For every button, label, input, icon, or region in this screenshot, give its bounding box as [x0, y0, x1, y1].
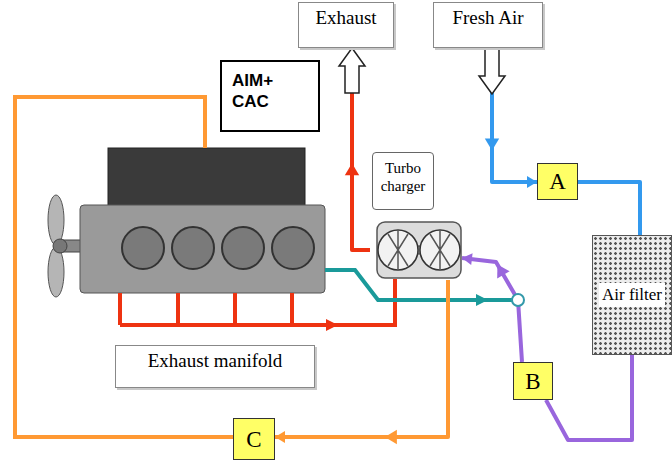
connector [462, 258, 522, 362]
junction [512, 294, 524, 306]
turbocharger-box: Turbo charger [370, 152, 462, 280]
node-label: Fresh Air [452, 3, 523, 30]
engine-block [80, 205, 325, 293]
arrow-head [275, 431, 285, 443]
cylinders [122, 227, 314, 269]
label-box: Fresh Air [433, 2, 543, 48]
arrow-head [485, 139, 499, 151]
point-marker: C [233, 418, 275, 460]
flow-arrow [479, 49, 505, 94]
node-label: Air filter [599, 283, 665, 307]
arrow-head [385, 430, 397, 444]
air-filter: Air filter [592, 235, 672, 355]
cooling-fan [48, 195, 82, 297]
node-label: A [549, 170, 566, 193]
flow-arrow [476, 294, 488, 306]
connector [546, 355, 632, 440]
component-box: AIM+ CAC [220, 60, 320, 132]
node-label: AIM+ CAC [232, 70, 288, 113]
node-label: C [246, 428, 261, 451]
turbocharger-symbol [377, 222, 461, 278]
connector [578, 182, 640, 235]
node-label: Exhaust [315, 3, 376, 30]
node-label: Turbo charger [372, 152, 434, 210]
arrow-head [345, 163, 359, 175]
label-box: Exhaust manifold [115, 345, 315, 388]
flow-arrow [326, 319, 338, 331]
exhaust-manifold-pipes [120, 279, 395, 325]
engine-head [108, 148, 305, 206]
point-marker: B [513, 362, 553, 400]
arrow-head [497, 264, 509, 278]
arrow-head [462, 253, 473, 265]
arrow-head [527, 176, 537, 188]
node-label: B [525, 370, 540, 393]
flow-arrow [339, 48, 365, 93]
node-label: Exhaust manifold [148, 346, 283, 373]
label-box: Exhaust [298, 2, 394, 48]
point-marker: A [537, 163, 578, 200]
